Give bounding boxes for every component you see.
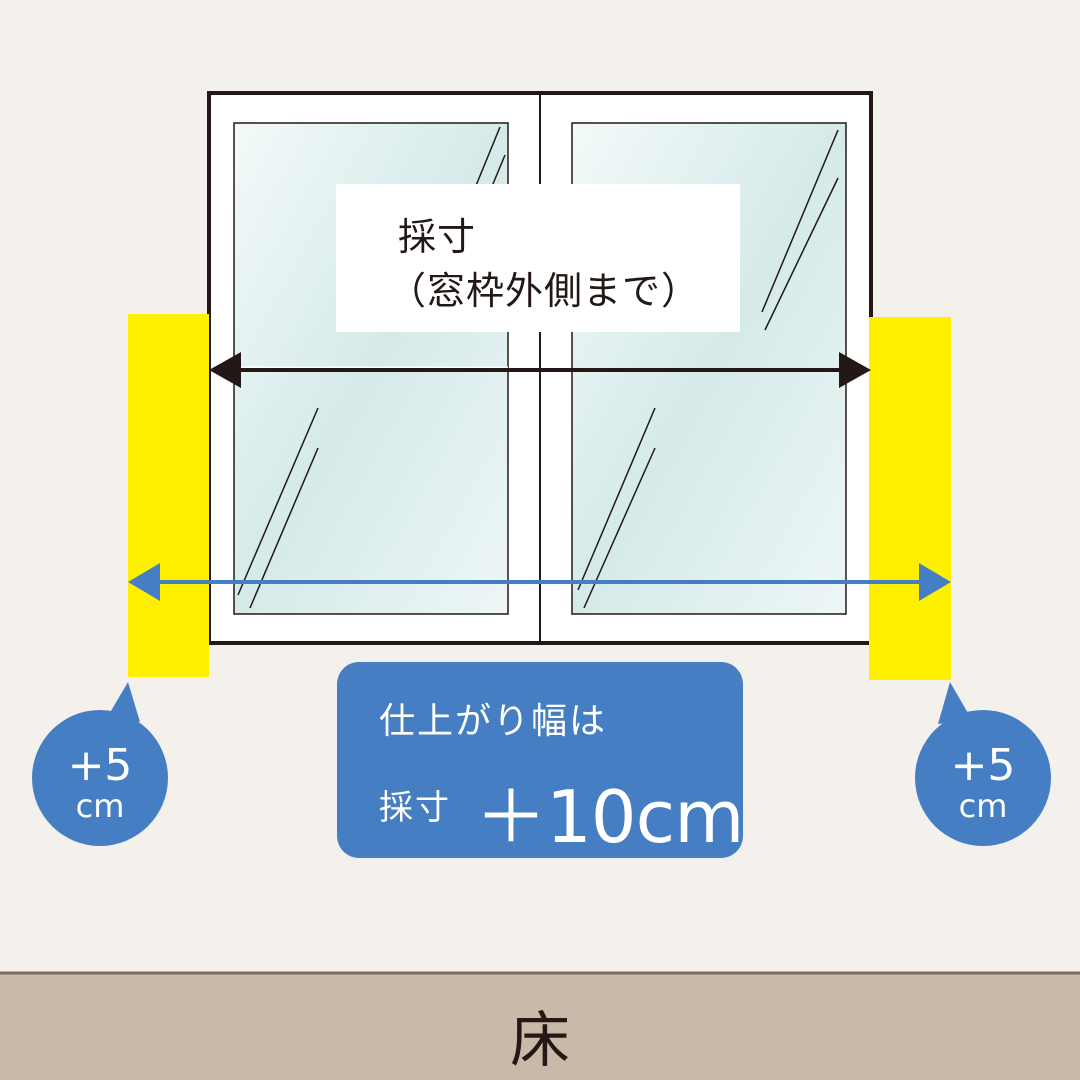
left-bubble-unit: cm: [75, 787, 125, 825]
floor-label: 床: [510, 1006, 570, 1076]
right-bubble: +5 cm: [915, 740, 1051, 825]
allowance-bar-right: [869, 317, 951, 680]
finished-width-prefix: 採寸: [379, 788, 451, 828]
right-bubble-amount: +5: [950, 740, 1016, 791]
finished-width-box: 仕上がり幅は 採寸 ＋10cm: [337, 662, 744, 859]
floor: [0, 972, 1080, 1080]
measurement-label-title: 採寸: [398, 215, 477, 259]
measurement-label: 採寸 （窓枠外側まで）: [336, 184, 740, 332]
measurement-label-note: （窓枠外側まで）: [388, 269, 701, 313]
finished-width-arrow-right-head: [919, 563, 951, 601]
measure-arrow-right-head: [839, 352, 871, 388]
allowance-bar-left: [128, 314, 209, 677]
left-bubble: +5 cm: [32, 740, 168, 825]
finished-width-arrow: [128, 563, 951, 601]
left-bubble-amount: +5: [67, 740, 133, 791]
measure-arrow: [209, 352, 871, 388]
right-bubble-unit: cm: [958, 787, 1008, 825]
right-bubble-shape: [915, 682, 1051, 846]
finished-width-caption: 仕上がり幅は: [379, 701, 608, 742]
finished-width-value: ＋10cm: [475, 775, 744, 859]
finished-width-arrow-left-head: [128, 563, 160, 601]
left-bubble-shape: [32, 682, 168, 846]
measure-arrow-left-head: [209, 352, 241, 388]
